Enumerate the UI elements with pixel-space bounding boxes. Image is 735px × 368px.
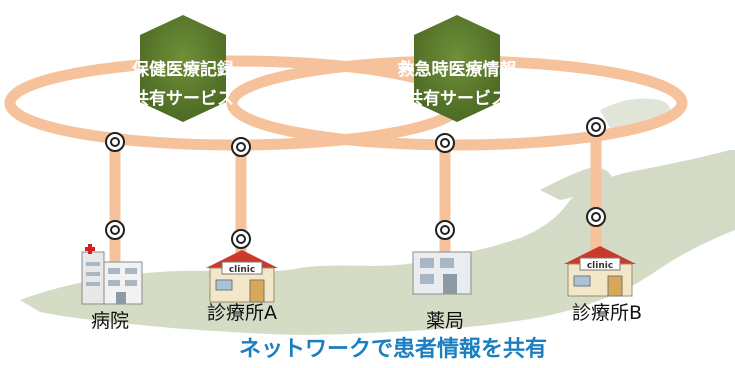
node-icon (586, 117, 606, 137)
hospital-icon (81, 244, 143, 305)
facility-label-pharmacy: 薬局 (426, 310, 464, 332)
service-hexagon-1: 保健医療記録 共有サービス (131, 15, 235, 122)
clinic-sign: clinic (587, 261, 613, 271)
caption: ネットワークで患者情報を共有 (239, 336, 547, 362)
node-icon (105, 220, 125, 240)
service-1-line1: 保健医療記録 (131, 59, 235, 80)
node-icon (435, 220, 455, 240)
service-2-line1: 救急時医療情報 (398, 59, 518, 80)
node-icon (435, 133, 455, 153)
service-hexagon-2: 救急時医療情報 共有サービス (398, 15, 518, 122)
node-icon (231, 137, 251, 157)
pharmacy-icon (412, 251, 472, 295)
network-ring (4, 55, 688, 151)
clinic-icon: clinic (564, 246, 636, 297)
facility-label-clinic-b: 診療所B (572, 302, 642, 324)
connection-nodes (105, 117, 606, 249)
facility-label-clinic-a: 診療所A (207, 302, 277, 324)
hexagon-shape (140, 15, 226, 122)
hexagon-shape (414, 15, 500, 122)
service-1-line2: 共有サービス (132, 88, 234, 109)
node-icon (105, 132, 125, 152)
node-icon (231, 229, 251, 249)
clinic-icon: clinic (206, 250, 278, 303)
connection-lines (109, 121, 602, 276)
facility-label-hospital: 病院 (91, 310, 129, 332)
service-2-line2: 共有サービス (406, 88, 508, 109)
node-icon (586, 207, 606, 227)
clinic-sign: clinic (229, 265, 255, 275)
